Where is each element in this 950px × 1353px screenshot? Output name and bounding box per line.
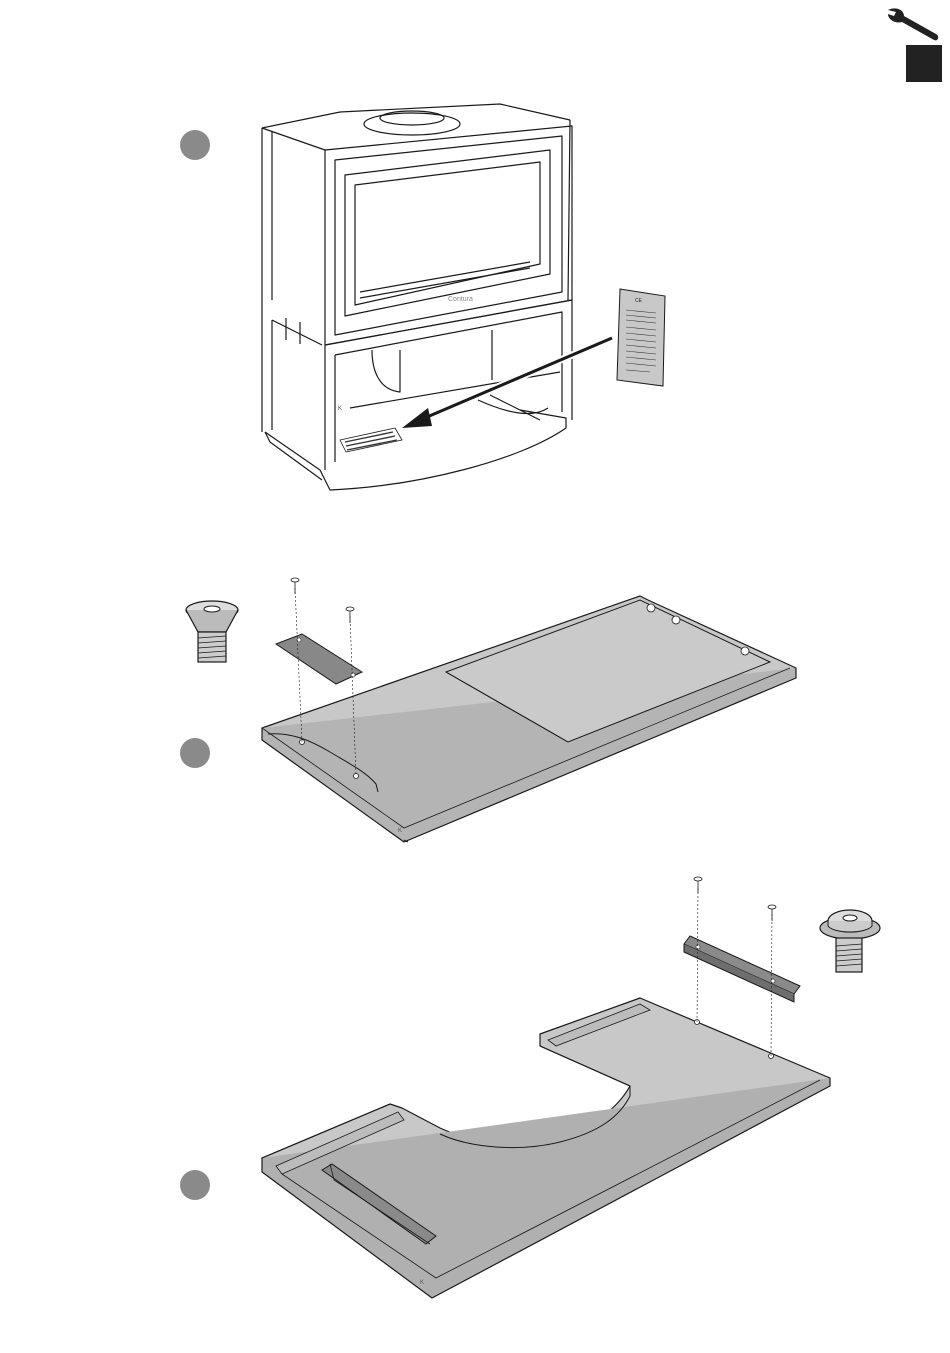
- countersunk-screw-icon: [183, 598, 243, 666]
- step-marker-3: [180, 1170, 210, 1200]
- fig3-mark: K: [420, 1280, 424, 1286]
- arrow-to-plate-location: [402, 338, 612, 428]
- step-marker-1: [180, 130, 210, 160]
- brand-label: Contura: [448, 296, 473, 303]
- fig1-mark: K: [338, 406, 342, 412]
- rating-plate: CE: [617, 289, 665, 386]
- section-tab: [906, 45, 942, 82]
- fig2-mark: K: [398, 828, 402, 834]
- step-marker-2: [180, 738, 210, 768]
- wrench-icon: [880, 4, 944, 46]
- rating-plate-header: CE: [635, 298, 643, 304]
- flange-screw-icon: [814, 904, 886, 976]
